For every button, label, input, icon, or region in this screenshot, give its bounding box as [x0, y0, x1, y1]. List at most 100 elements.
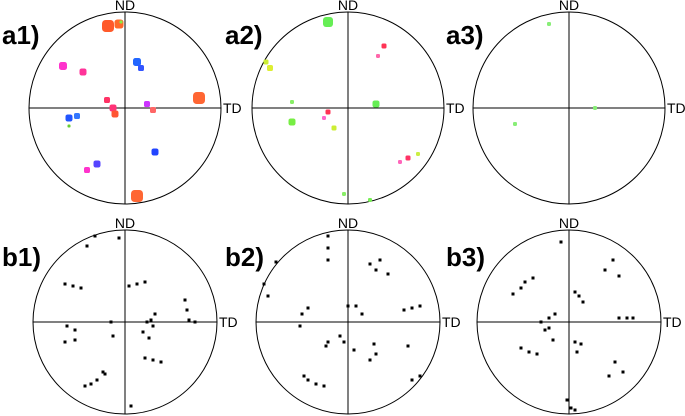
orientation-spot	[547, 316, 551, 320]
orientation-spot	[513, 122, 517, 126]
td-axis-label: TD	[223, 100, 242, 116]
pole-figure-panel: ND TD a2)	[225, 0, 465, 205]
orientation-spot	[102, 20, 114, 32]
orientation-spot	[625, 316, 629, 320]
orientation-spot	[547, 326, 551, 330]
orientation-spot	[511, 292, 515, 296]
td-axis-label: TD	[442, 314, 461, 330]
orientation-spot	[581, 300, 585, 304]
orientation-spot	[65, 114, 73, 122]
orientation-spot	[573, 340, 577, 344]
orientation-spot	[573, 290, 577, 294]
panel-label: b3)	[446, 242, 485, 272]
orientation-spot	[613, 360, 617, 364]
orientation-spot	[575, 350, 579, 354]
orientation-spot	[535, 352, 539, 356]
orientation-spot	[342, 192, 346, 196]
orientation-spot	[573, 408, 577, 412]
orientation-spot	[63, 282, 67, 286]
orientation-spot	[127, 284, 131, 288]
orientation-spot	[79, 286, 83, 290]
orientation-spot	[527, 350, 531, 354]
orientation-spot	[631, 316, 635, 320]
orientation-spot	[314, 382, 318, 386]
panel-label: a3)	[446, 20, 484, 50]
orientation-spot	[74, 113, 80, 119]
td-axis-label: TD	[663, 314, 682, 330]
orientation-spot	[579, 342, 583, 346]
panel-label: b1)	[2, 242, 41, 272]
orientation-spot	[298, 324, 302, 328]
orientation-spot	[288, 118, 296, 126]
orientation-spot	[372, 100, 380, 108]
nd-axis-label: ND	[115, 215, 135, 231]
orientation-spot	[267, 65, 273, 71]
orientation-spot	[79, 68, 87, 76]
td-axis-label: TD	[667, 100, 685, 116]
orientation-spot	[523, 280, 527, 284]
orientation-spot	[372, 342, 376, 346]
orientation-spot	[300, 312, 304, 316]
td-axis-label: TD	[446, 100, 465, 116]
orientation-spot	[331, 125, 337, 131]
orientation-spot	[418, 374, 422, 378]
nd-axis-label: ND	[559, 215, 579, 231]
orientation-spot	[543, 328, 547, 332]
orientation-spot	[324, 344, 328, 348]
nd-axis-label: ND	[338, 0, 358, 13]
orientation-spot	[131, 190, 143, 202]
orientation-spot	[147, 336, 151, 340]
orientation-spot	[577, 294, 581, 298]
orientation-spot	[135, 282, 139, 286]
orientation-spot	[386, 272, 390, 276]
orientation-spot	[406, 344, 410, 348]
orientation-spot	[151, 358, 155, 362]
orientation-spot	[290, 100, 294, 104]
orientation-spot	[266, 294, 270, 298]
orientation-spot	[368, 358, 372, 362]
nd-axis-label: ND	[338, 215, 358, 231]
orientation-spot	[65, 324, 69, 328]
orientation-spot	[83, 384, 87, 388]
panel-label: a2)	[225, 20, 263, 50]
orientation-spot	[187, 318, 191, 322]
orientation-spot	[354, 304, 358, 308]
orientation-spot	[553, 312, 557, 316]
orientation-spot	[263, 59, 269, 65]
orientation-spot	[603, 268, 607, 272]
orientation-spot	[101, 370, 105, 374]
orientation-spot	[111, 334, 115, 338]
orientation-spot	[381, 43, 387, 49]
orientation-spot	[418, 304, 422, 308]
orientation-spot	[559, 240, 563, 244]
orientation-spot	[326, 246, 330, 250]
orientation-spot	[73, 338, 77, 342]
orientation-spot	[117, 236, 121, 240]
orientation-spot	[569, 406, 573, 410]
orientation-spot	[193, 320, 197, 324]
orientation-spot	[71, 284, 75, 288]
orientation-spot	[95, 378, 99, 382]
orientation-spot	[360, 312, 364, 316]
orientation-spot	[325, 109, 331, 115]
orientation-spot	[159, 360, 163, 364]
orientation-spot	[111, 110, 119, 118]
orientation-spot	[302, 374, 306, 378]
orientation-spot	[144, 101, 150, 107]
orientation-spot	[104, 97, 110, 103]
orientation-spot	[129, 404, 133, 408]
orientation-spot	[617, 316, 621, 320]
orientation-spot	[405, 155, 411, 161]
orientation-spot	[145, 320, 149, 324]
orientation-spot	[519, 286, 523, 290]
orientation-spot	[352, 348, 356, 352]
orientation-spot	[67, 124, 71, 128]
orientation-spot	[109, 104, 117, 112]
orientation-spot	[326, 234, 330, 238]
orientation-spot	[322, 384, 326, 388]
